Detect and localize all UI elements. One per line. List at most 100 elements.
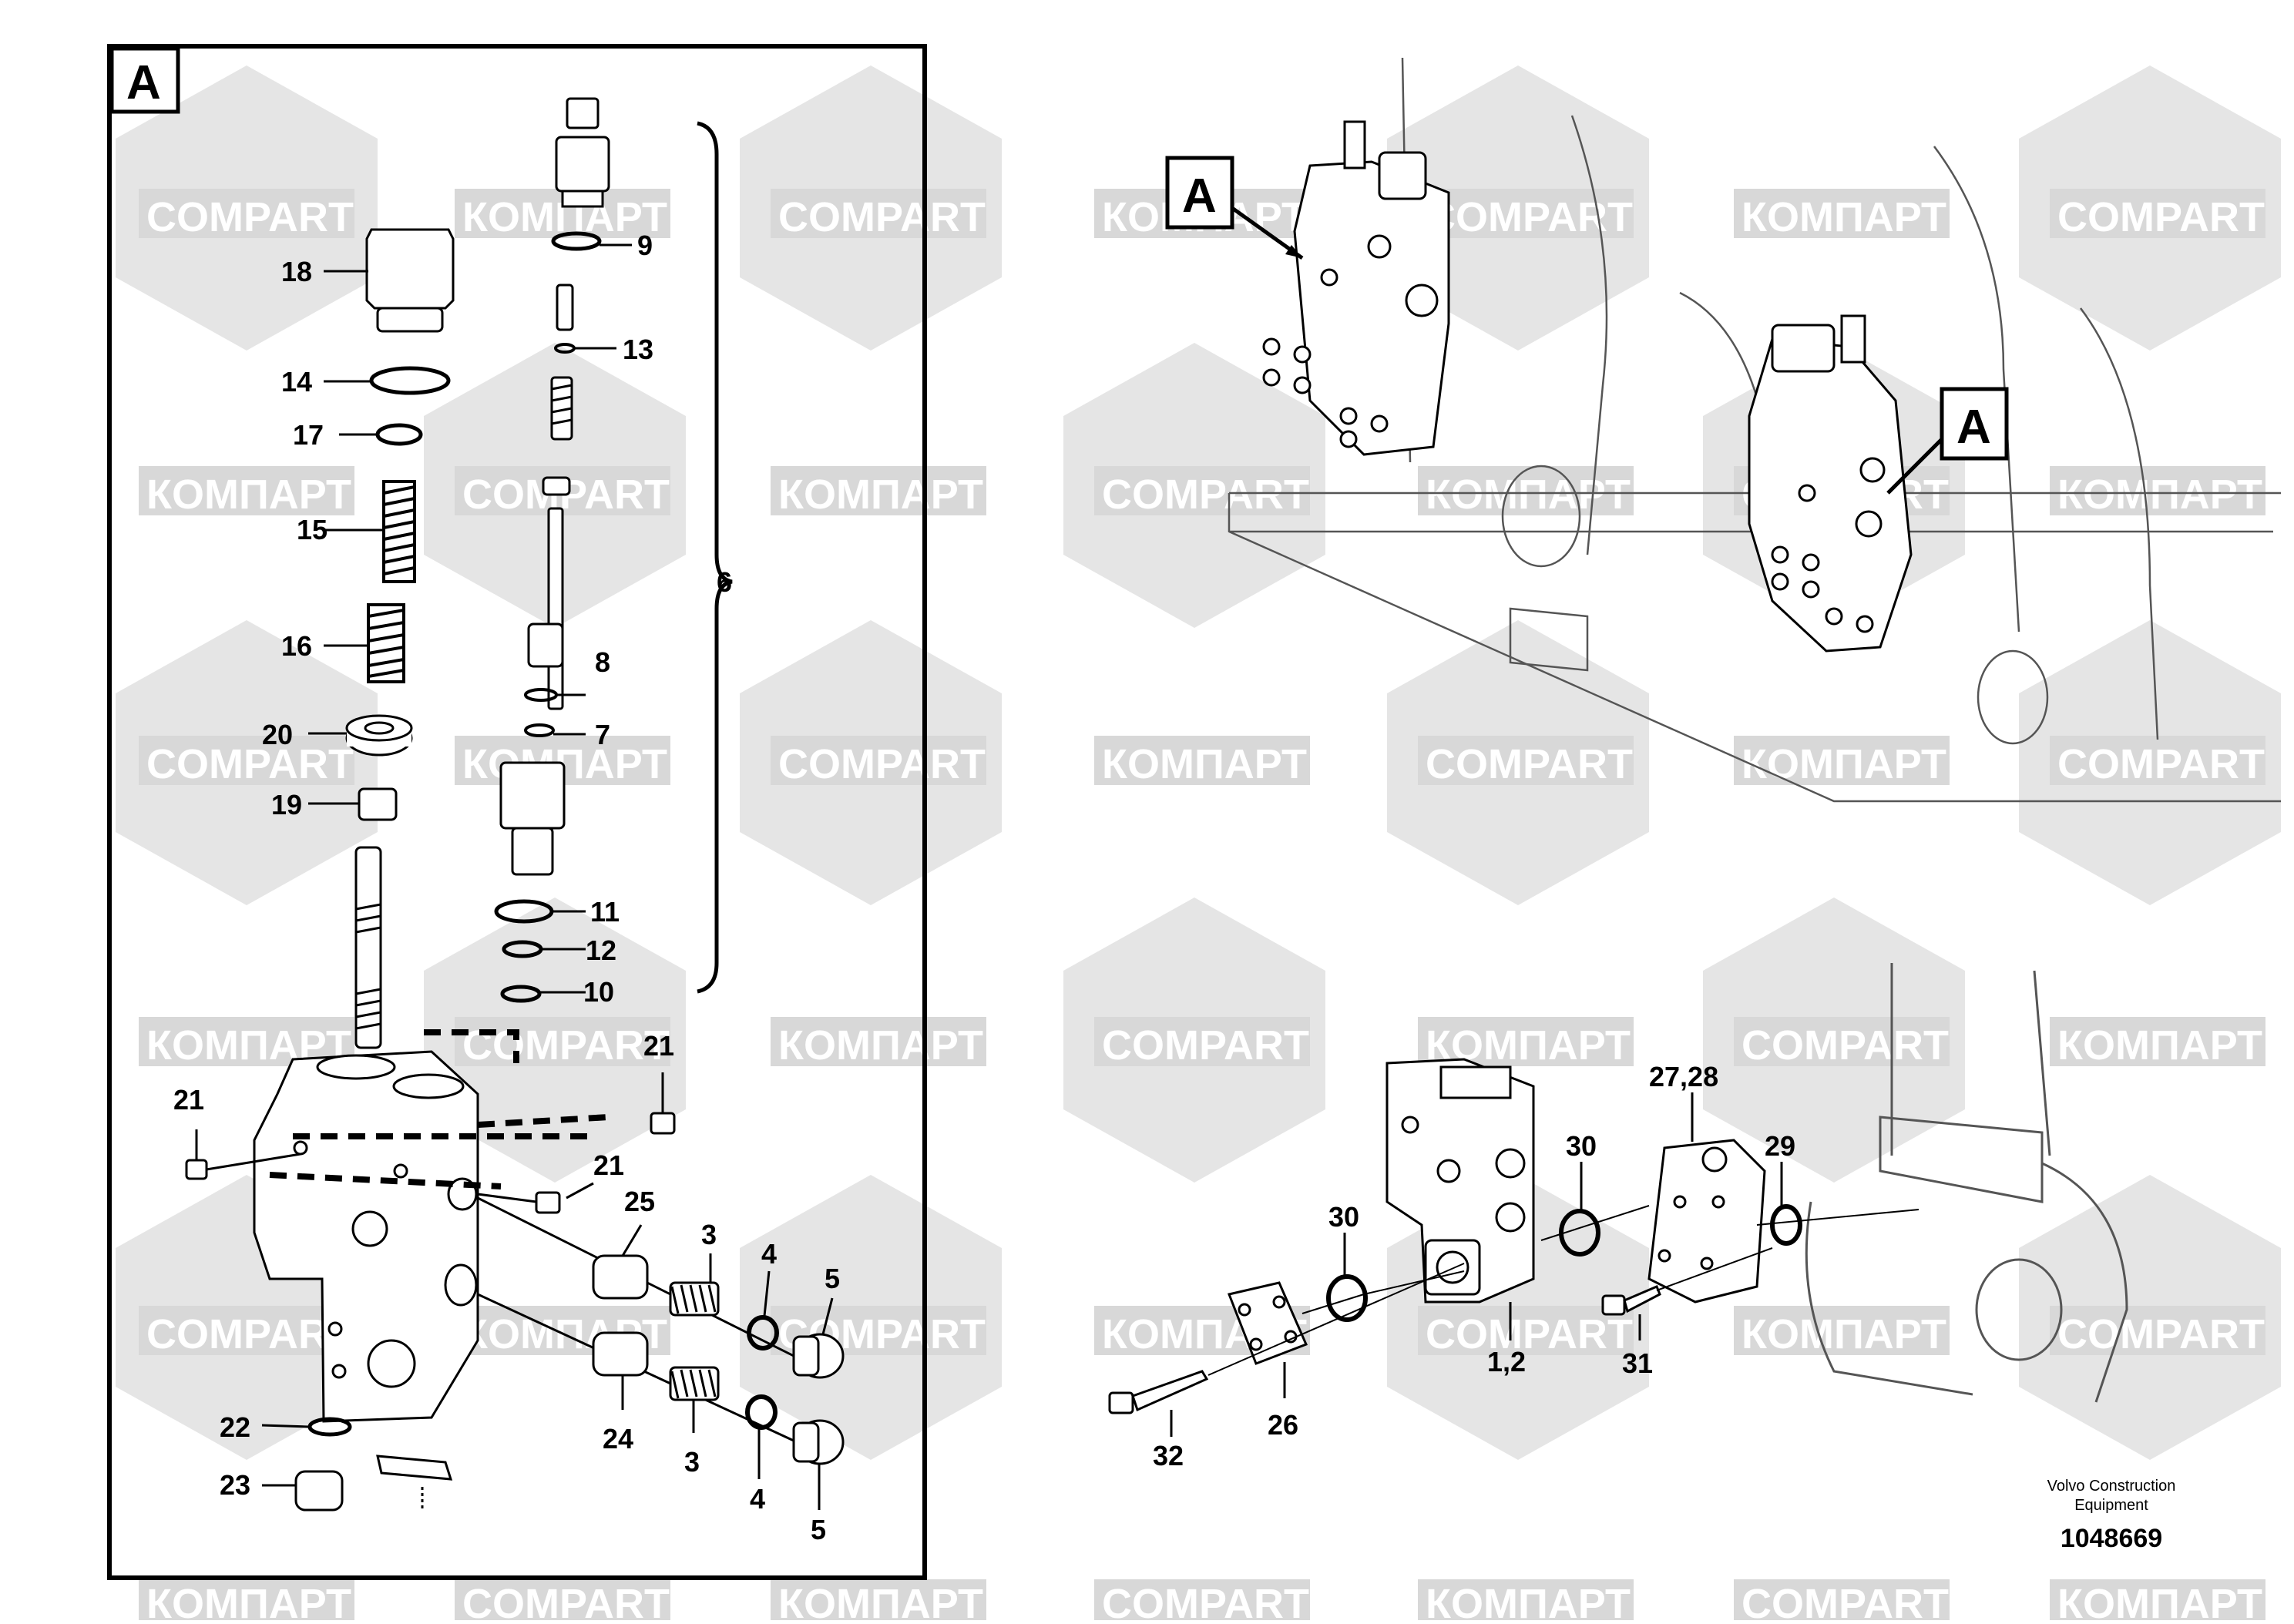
callout-16: 16 [281,630,312,662]
svg-text:COMPART: COMPART [2057,741,2265,787]
svg-text:КОМПАРТ: КОМПАРТ [2057,1581,2262,1620]
callout-21-left: 21 [173,1084,204,1116]
callout-25: 25 [624,1186,655,1217]
callout-14: 14 [281,366,312,398]
callout-19: 19 [271,789,302,820]
bolt-part-32 [1108,1370,1209,1414]
svg-text:COMPART: COMPART [462,1581,670,1620]
callout-17: 17 [293,419,324,451]
svg-text:КОМПАРТ: КОМПАРТ [1426,1581,1631,1620]
svg-text:КОМПАРТ: КОМПАРТ [1741,1311,1946,1357]
svg-text:COMPART: COMPART [1102,471,1309,518]
valve-body [253,1050,479,1423]
detail-a-frame: A [107,44,927,1580]
callout-15: 15 [297,514,327,545]
spool [354,846,382,1049]
callout-10: 10 [583,976,614,1008]
machine-location-view [1228,57,2281,803]
sleeve-part-19 [358,787,398,821]
callout-30-left: 30 [1328,1201,1359,1233]
o-ring-part-30-right [1559,1209,1600,1257]
callout-5-top: 5 [825,1263,840,1294]
group-6-brace [697,121,733,994]
callout-32: 32 [1153,1440,1184,1471]
cartridge-part-6 [494,97,610,1003]
svg-text:КОМПАРТ: КОМПАРТ [1426,471,1631,518]
svg-text:COMPART: COMPART [1741,1581,1949,1620]
svg-text:КОМПАРТ: КОМПАРТ [2057,471,2262,518]
svg-text:КОМПАРТ: КОМПАРТ [146,1581,351,1620]
callout-5-bottom: 5 [811,1514,826,1545]
brand-line-1: Volvo Construction [2047,1478,2176,1495]
svg-text:COMPART: COMPART [2057,194,2265,240]
right-callouts: 27,28 30 29 30 1,2 31 26 32 [1153,1061,1795,1471]
svg-text:COMPART: COMPART [1426,1311,1633,1357]
svg-text:COMPART: COMPART [462,1022,670,1069]
callout-24: 24 [603,1423,633,1455]
callout-12: 12 [586,934,616,966]
washer-part-20 [345,714,413,757]
control-valve-upper [1262,120,1450,456]
left-leader-lines [195,243,834,1510]
callout-4-bottom: 4 [750,1483,765,1515]
o-ring-part-29 [1770,1204,1802,1246]
right-leader-lines [1170,1092,1783,1437]
watermark-layer: COMPART КОМПАРТ COMPART КОМПАРТ COMPART … [116,65,2281,1624]
watermark-text: COMPART КОМПАРТ COMPART КОМПАРТ COMPART … [139,189,2265,1624]
svg-text:КОМПАРТ: КОМПАРТ [778,1581,983,1620]
callout-4-top: 4 [761,1238,777,1270]
footer-block: Volvo Construction Equipment 1048669 [2047,1478,2176,1553]
callout-9: 9 [637,230,653,261]
callout-7: 7 [595,719,610,750]
brand-line-2: Equipment [2074,1497,2148,1514]
callout-1-2: 1,2 [1487,1346,1526,1377]
mounting-exploded-view [1108,963,2128,1414]
svg-text:КОМПАРТ: КОМПАРТ [2057,1022,2262,1069]
svg-text:COMPART: COMPART [778,194,986,240]
drawing-number: 1048669 [2061,1524,2162,1553]
detail-label: A [126,56,161,109]
callout-29: 29 [1765,1130,1795,1162]
callout-26: 26 [1268,1409,1298,1441]
svg-text:COMPART: COMPART [778,741,986,787]
check-valve-parts [477,1196,845,1465]
spring-part-16 [367,603,405,683]
bottom-parts [294,1417,453,1512]
location-label-lower: A [1956,401,1991,454]
callout-23: 23 [220,1469,250,1501]
callout-20: 20 [262,719,293,750]
spring-part-15 [382,480,416,583]
location-label-upper: A [1182,169,1217,223]
svg-text:КОМПАРТ: КОМПАРТ [1741,194,1946,240]
assembly-axis-lines [1207,1205,1920,1376]
svg-text:КОМПАРТ: КОМПАРТ [1102,741,1307,787]
callout-13: 13 [623,334,653,365]
callout-22: 22 [220,1411,250,1443]
svg-text:COMPART: COMPART [1741,1022,1949,1069]
assembly-path-dashes [269,1029,610,1189]
o-ring-part-30-left [1326,1274,1368,1322]
callout-21-top: 21 [643,1030,674,1062]
svg-text:COMPART: COMPART [146,1311,354,1357]
callout-18: 18 [281,256,312,287]
svg-text:КОМПАРТ: КОМПАРТ [1741,741,1946,787]
callout-30-right: 30 [1566,1130,1597,1162]
cap-part-18 [365,228,455,333]
exploded-valve-parts [185,97,845,1512]
o-ring-part-14 [369,366,451,395]
callout-6: 6 [717,566,732,598]
svg-text:COMPART: COMPART [2057,1311,2265,1357]
ring-part-17 [375,423,423,446]
location-labels: A A [1165,156,2009,495]
structure-lines-lower [1805,963,2128,1403]
plate-part-26 [1227,1281,1308,1365]
callout-27-28: 27,28 [1649,1061,1718,1092]
svg-text:КОМПАРТ: КОМПАРТ [778,471,983,518]
bolts-part-21 [185,1112,676,1214]
svg-text:КОМПАРТ: КОМПАРТ [146,471,351,518]
callout-3-top: 3 [701,1219,717,1250]
callout-31: 31 [1622,1347,1653,1379]
callout-21-mid: 21 [593,1149,624,1181]
svg-text:COMPART: COMPART [1102,1581,1309,1620]
